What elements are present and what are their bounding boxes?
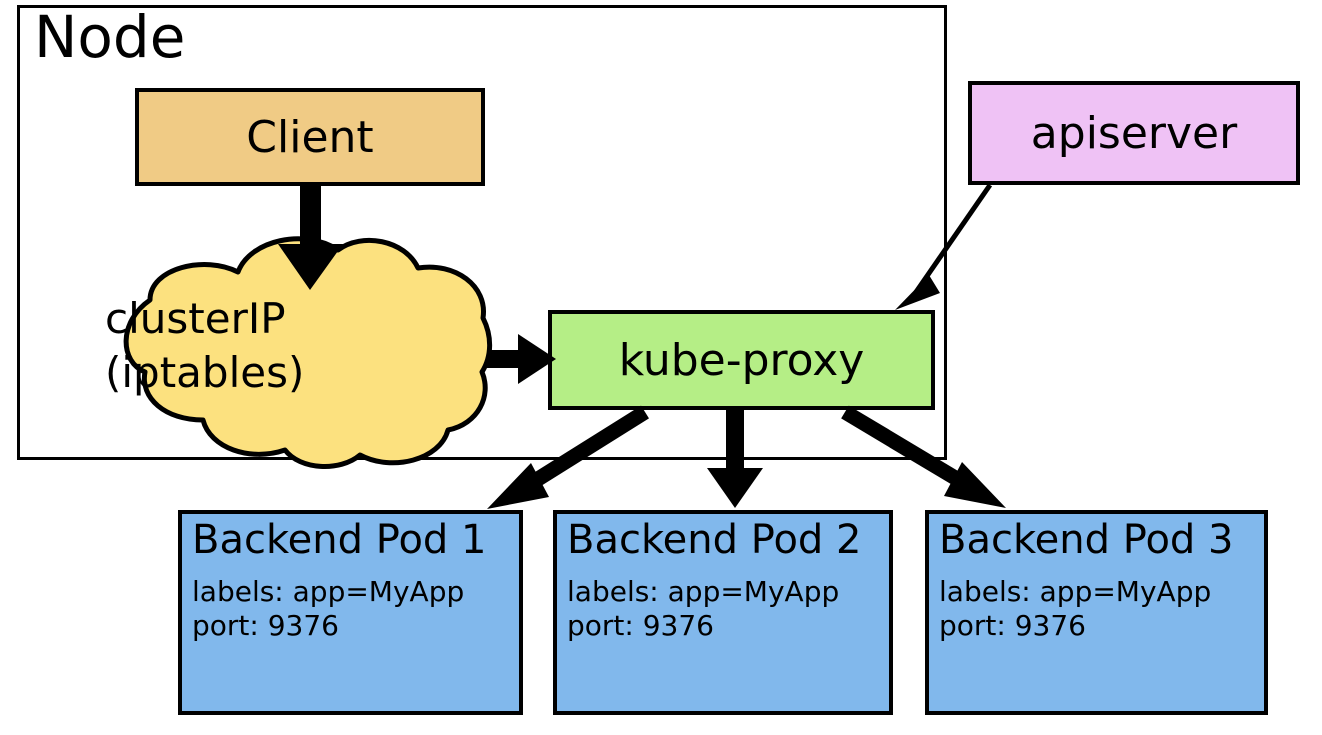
backend-pod-2-port: port: 9376 bbox=[567, 608, 714, 642]
backend-pod-2-labels: labels: app=MyApp bbox=[567, 574, 840, 608]
kube-proxy-box[interactable]: kube-proxy bbox=[548, 310, 935, 410]
cluster-ip-cloud-text: clusterIP (iptables) bbox=[105, 292, 405, 400]
kube-proxy-label: kube-proxy bbox=[618, 334, 865, 386]
node-label: Node bbox=[34, 3, 186, 71]
apiserver-label: apiserver bbox=[1030, 107, 1238, 159]
client-box[interactable]: Client bbox=[135, 88, 485, 186]
cluster-ip-line-2: (iptables) bbox=[105, 347, 305, 397]
apiserver-box[interactable]: apiserver bbox=[968, 81, 1300, 185]
backend-pod-3-box[interactable]: Backend Pod 3 labels: app=MyApp port: 93… bbox=[925, 510, 1268, 715]
backend-pod-3-title: Backend Pod 3 bbox=[939, 517, 1234, 563]
backend-pod-1-box[interactable]: Backend Pod 1 labels: app=MyApp port: 93… bbox=[178, 510, 523, 715]
cluster-ip-line-1: clusterIP bbox=[105, 294, 286, 343]
backend-pod-2-box[interactable]: Backend Pod 2 labels: app=MyApp port: 93… bbox=[553, 510, 893, 715]
backend-pod-2-title: Backend Pod 2 bbox=[567, 517, 862, 563]
backend-pod-3-port: port: 9376 bbox=[939, 608, 1086, 642]
backend-pod-3-labels: labels: app=MyApp bbox=[939, 574, 1212, 608]
client-label: Client bbox=[246, 111, 374, 163]
backend-pod-1-labels: labels: app=MyApp bbox=[192, 574, 465, 608]
backend-pod-1-port: port: 9376 bbox=[192, 608, 339, 642]
backend-pod-1-title: Backend Pod 1 bbox=[192, 517, 487, 563]
